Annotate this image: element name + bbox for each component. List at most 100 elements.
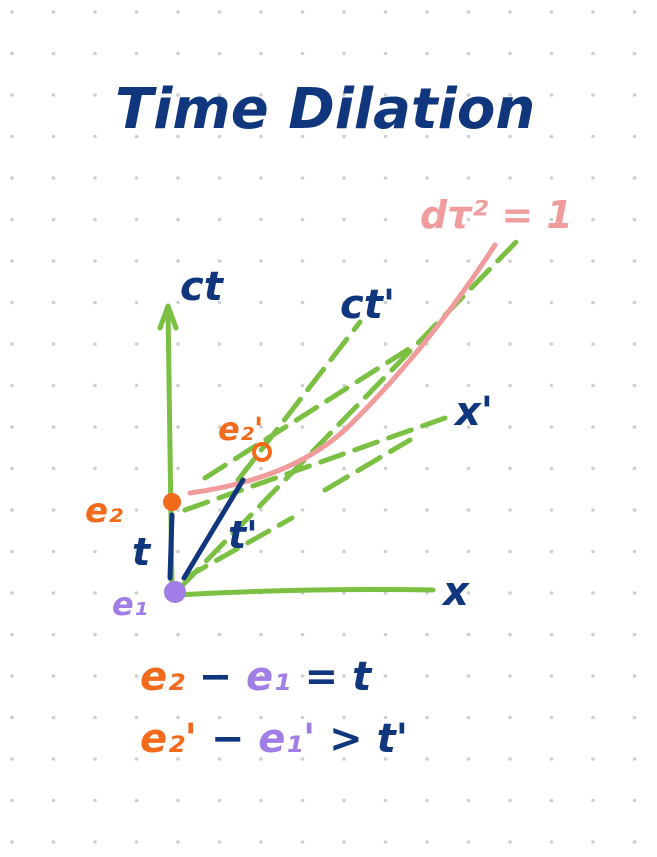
grid-dot	[134, 757, 139, 761]
grid-dot	[549, 508, 554, 512]
interval-t-prime-segment	[181, 477, 246, 581]
grid-dot	[259, 259, 263, 263]
grid-dot	[176, 134, 180, 139]
grid-dot	[10, 508, 14, 512]
grid-dot	[300, 798, 305, 803]
grid-dot	[10, 259, 14, 263]
grid-dot	[632, 425, 637, 429]
grid-dot	[632, 674, 637, 678]
grid-dot	[508, 674, 512, 678]
grid-dot	[176, 549, 180, 554]
grid-dot	[508, 466, 512, 471]
eq1-relation: = t	[305, 654, 373, 700]
grid-dot	[300, 508, 305, 512]
grid-dot	[466, 51, 471, 56]
grid-dot	[93, 383, 97, 388]
eq1-minus: −	[199, 654, 233, 700]
grid-dot	[51, 217, 56, 222]
grid-dot	[466, 134, 471, 139]
grid-dot	[134, 591, 139, 595]
grid-dot	[217, 176, 222, 180]
x-prime-axis-label: x'	[453, 389, 493, 435]
curve-label: dτ² = 1	[420, 193, 573, 237]
grid-dot	[591, 591, 595, 595]
grid-dot	[632, 300, 637, 305]
event-e2-prime-point	[252, 442, 272, 462]
hyperbola-curve	[187, 242, 498, 496]
grid-dot	[383, 93, 388, 97]
grid-dot	[10, 217, 14, 222]
grid-dot	[466, 674, 471, 678]
grid-dot	[508, 93, 512, 97]
grid-dot	[217, 715, 222, 720]
eq2-minus: −	[211, 716, 245, 762]
grid-dot	[134, 798, 139, 803]
grid-dot	[632, 466, 637, 471]
grid-dot	[51, 549, 56, 554]
grid-dot	[632, 383, 637, 388]
grid-dot	[259, 300, 263, 305]
eq1-term-e1: e₁	[246, 654, 291, 700]
grid-dot	[466, 508, 471, 512]
grid-dot	[425, 217, 429, 222]
grid-dot	[508, 591, 512, 595]
grid-dot	[549, 757, 554, 761]
grid-dot	[508, 383, 512, 388]
grid-dot	[632, 508, 637, 512]
grid-dot	[10, 342, 14, 346]
grid-dot	[549, 10, 554, 14]
grid-dot	[549, 632, 554, 637]
grid-dot	[466, 217, 471, 222]
grid-dot	[549, 674, 554, 678]
grid-dot	[466, 300, 471, 305]
grid-dot	[259, 51, 263, 56]
grid-dot	[134, 383, 139, 388]
grid-dot	[508, 176, 512, 180]
grid-dot	[549, 798, 554, 803]
grid-dot	[176, 466, 180, 471]
grid-dot	[134, 508, 139, 512]
event-e2-prime-label: e₂'	[218, 410, 264, 448]
grid-dot	[342, 259, 346, 263]
grid-dot	[466, 93, 471, 97]
grid-dot	[134, 93, 139, 97]
grid-dot	[51, 300, 56, 305]
ct-prime-axis-lines	[177, 235, 523, 591]
grid-dot	[259, 342, 263, 346]
grid-dot	[383, 134, 388, 139]
grid-dot	[134, 425, 139, 429]
grid-dot	[93, 508, 97, 512]
grid-dot	[508, 10, 512, 14]
grid-dot	[425, 300, 429, 305]
grid-dot	[383, 549, 388, 554]
grid-dot	[300, 632, 305, 637]
grid-dot	[176, 757, 180, 761]
grid-dot	[342, 51, 346, 56]
grid-dot	[10, 300, 14, 305]
grid-dot	[508, 134, 512, 139]
grid-dot	[259, 632, 263, 637]
grid-dot	[300, 342, 305, 346]
grid-dot	[10, 466, 14, 471]
grid-dot	[176, 798, 180, 803]
grid-dot	[10, 93, 14, 97]
grid-dot	[176, 217, 180, 222]
grid-dot	[342, 798, 346, 803]
grid-dot	[549, 176, 554, 180]
grid-dot	[176, 342, 180, 346]
grid-dot	[549, 217, 554, 222]
grid-dot	[300, 549, 305, 554]
grid-dot	[383, 508, 388, 512]
grid-dot	[549, 549, 554, 554]
grid-dot	[10, 798, 14, 803]
grid-dot	[632, 591, 637, 595]
grid-dot	[93, 93, 97, 97]
grid-dot	[217, 757, 222, 761]
grid-dot	[300, 300, 305, 305]
ct-prime-line-2	[235, 319, 363, 483]
grid-dot	[217, 134, 222, 139]
grid-dot	[591, 508, 595, 512]
grid-dot	[93, 425, 97, 429]
grid-dot	[383, 217, 388, 222]
grid-dot	[176, 632, 180, 637]
